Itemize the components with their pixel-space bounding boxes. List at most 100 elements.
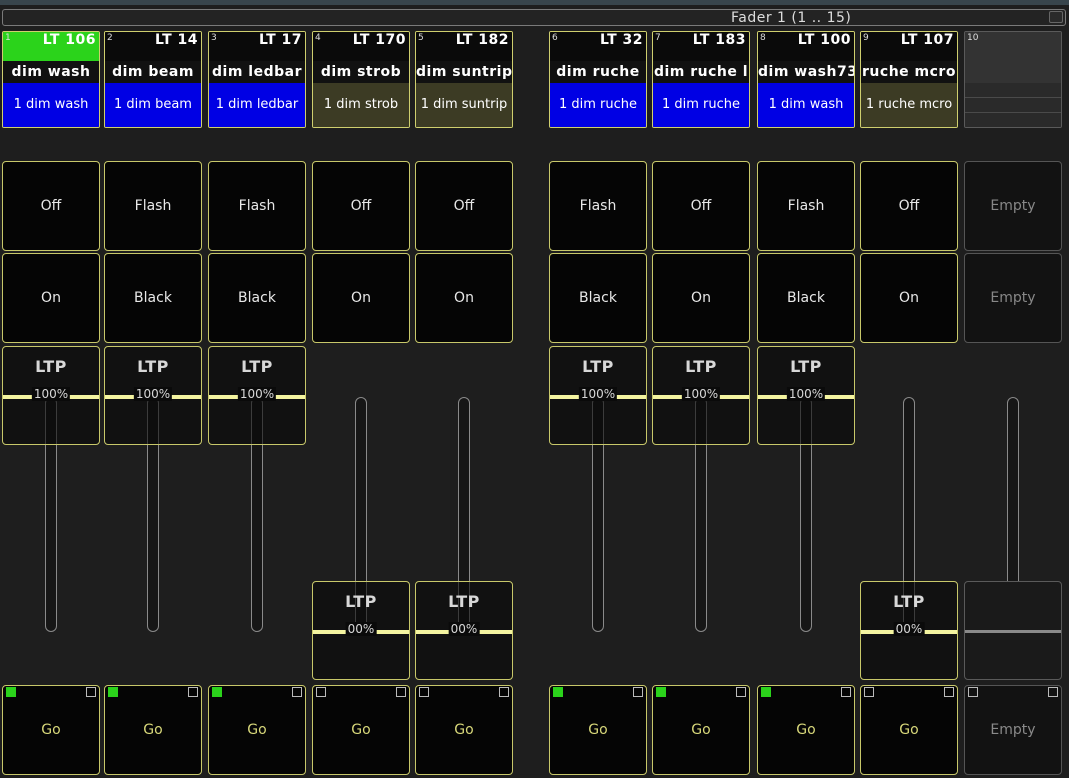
top-button-label: Flash bbox=[134, 198, 172, 214]
mid-button-label: Black bbox=[238, 290, 276, 306]
fader-mode-label: LTP bbox=[893, 592, 925, 611]
status-indicator-icon bbox=[316, 687, 326, 697]
executor-name: dim ruche bbox=[556, 64, 640, 80]
mid-button-label: Black bbox=[579, 290, 617, 306]
top-button-7[interactable]: Off bbox=[652, 161, 750, 251]
top-button-4[interactable]: Off bbox=[312, 161, 410, 251]
executor-number: 6 bbox=[552, 33, 558, 43]
executor-header: 10 bbox=[965, 32, 1061, 83]
top-button-label: Off bbox=[898, 198, 920, 214]
executor-number: 7 bbox=[655, 33, 661, 43]
checkbox-icon bbox=[188, 687, 198, 697]
mid-button-2[interactable]: Black bbox=[104, 253, 202, 343]
top-button-2[interactable]: Flash bbox=[104, 161, 202, 251]
mid-button-8[interactable]: Black bbox=[757, 253, 855, 343]
go-button-7[interactable]: Go bbox=[652, 685, 750, 775]
go-button-10[interactable]: Empty bbox=[964, 685, 1062, 775]
fixture-label: LT 17 bbox=[258, 32, 302, 48]
executor-cue: 1 dim strob bbox=[313, 83, 409, 127]
fader-mode-label: LTP bbox=[137, 357, 169, 376]
top-button-6[interactable]: Flash bbox=[549, 161, 647, 251]
empty-line bbox=[965, 98, 1061, 113]
go-button-4[interactable]: Go bbox=[312, 685, 410, 775]
top-button-3[interactable]: Flash bbox=[208, 161, 306, 251]
executor-name: dim ruche l bbox=[653, 64, 749, 80]
go-button-3[interactable]: Go bbox=[208, 685, 306, 775]
close-icon[interactable] bbox=[1049, 11, 1063, 23]
top-button-label: Off bbox=[690, 198, 712, 214]
mid-button-7[interactable]: On bbox=[652, 253, 750, 343]
mid-button-3[interactable]: Black bbox=[208, 253, 306, 343]
executor-name: dim strob bbox=[320, 64, 402, 80]
executor-number: 10 bbox=[967, 33, 979, 43]
go-button-label: Go bbox=[41, 722, 61, 738]
go-button-label: Go bbox=[351, 722, 371, 738]
go-button-6[interactable]: Go bbox=[549, 685, 647, 775]
checkbox-icon bbox=[499, 687, 509, 697]
fixture-label: LT 183 bbox=[692, 32, 746, 48]
mid-button-1[interactable]: On bbox=[2, 253, 100, 343]
status-indicator-icon bbox=[419, 687, 429, 697]
checkbox-icon bbox=[633, 687, 643, 697]
fader-mode-label: LTP bbox=[582, 357, 614, 376]
mid-button-5[interactable]: On bbox=[415, 253, 513, 343]
go-button-1[interactable]: Go bbox=[2, 685, 100, 775]
executor-number: 8 bbox=[760, 33, 766, 43]
mid-button-6[interactable]: Black bbox=[549, 253, 647, 343]
executor-name: dim suntrip bbox=[416, 64, 512, 80]
mid-button-4[interactable]: On bbox=[312, 253, 410, 343]
mid-button-10[interactable]: Empty bbox=[964, 253, 1062, 343]
top-button-5[interactable]: Off bbox=[415, 161, 513, 251]
go-button-label: Go bbox=[588, 722, 608, 738]
checkbox-icon bbox=[736, 687, 746, 697]
go-button-label: Go bbox=[454, 722, 474, 738]
top-button-9[interactable]: Off bbox=[860, 161, 958, 251]
fader-knob-10[interactable] bbox=[964, 581, 1062, 680]
fader-knob-2[interactable]: LTP 100% bbox=[104, 346, 202, 445]
go-button-label: Go bbox=[143, 722, 163, 738]
mid-button-label: Black bbox=[134, 290, 172, 306]
executor-name: dim ledbar bbox=[212, 64, 302, 80]
go-button-9[interactable]: Go bbox=[860, 685, 958, 775]
fader-percent: 100% bbox=[133, 387, 173, 401]
top-button-8[interactable]: Flash bbox=[757, 161, 855, 251]
status-indicator-icon bbox=[656, 687, 666, 697]
go-button-2[interactable]: Go bbox=[104, 685, 202, 775]
go-button-8[interactable]: Go bbox=[757, 685, 855, 775]
executor-cue: 1 ruche mcro bbox=[861, 83, 957, 127]
status-indicator-icon bbox=[864, 687, 874, 697]
status-indicator-icon bbox=[761, 687, 771, 697]
mid-button-label: On bbox=[899, 290, 919, 306]
executor-header: 7 LT 183 bbox=[653, 32, 749, 61]
fader-mode-label: LTP bbox=[448, 592, 480, 611]
executor-number: 1 bbox=[5, 33, 11, 43]
go-button-5[interactable]: Go bbox=[415, 685, 513, 775]
top-button-1[interactable]: Off bbox=[2, 161, 100, 251]
fader-mode-label: LTP bbox=[35, 357, 67, 376]
fixture-label: LT 14 bbox=[154, 32, 198, 48]
mid-button-9[interactable]: On bbox=[860, 253, 958, 343]
executor-tile-10[interactable]: 10 bbox=[964, 31, 1062, 128]
top-button-10[interactable]: Empty bbox=[964, 161, 1062, 251]
